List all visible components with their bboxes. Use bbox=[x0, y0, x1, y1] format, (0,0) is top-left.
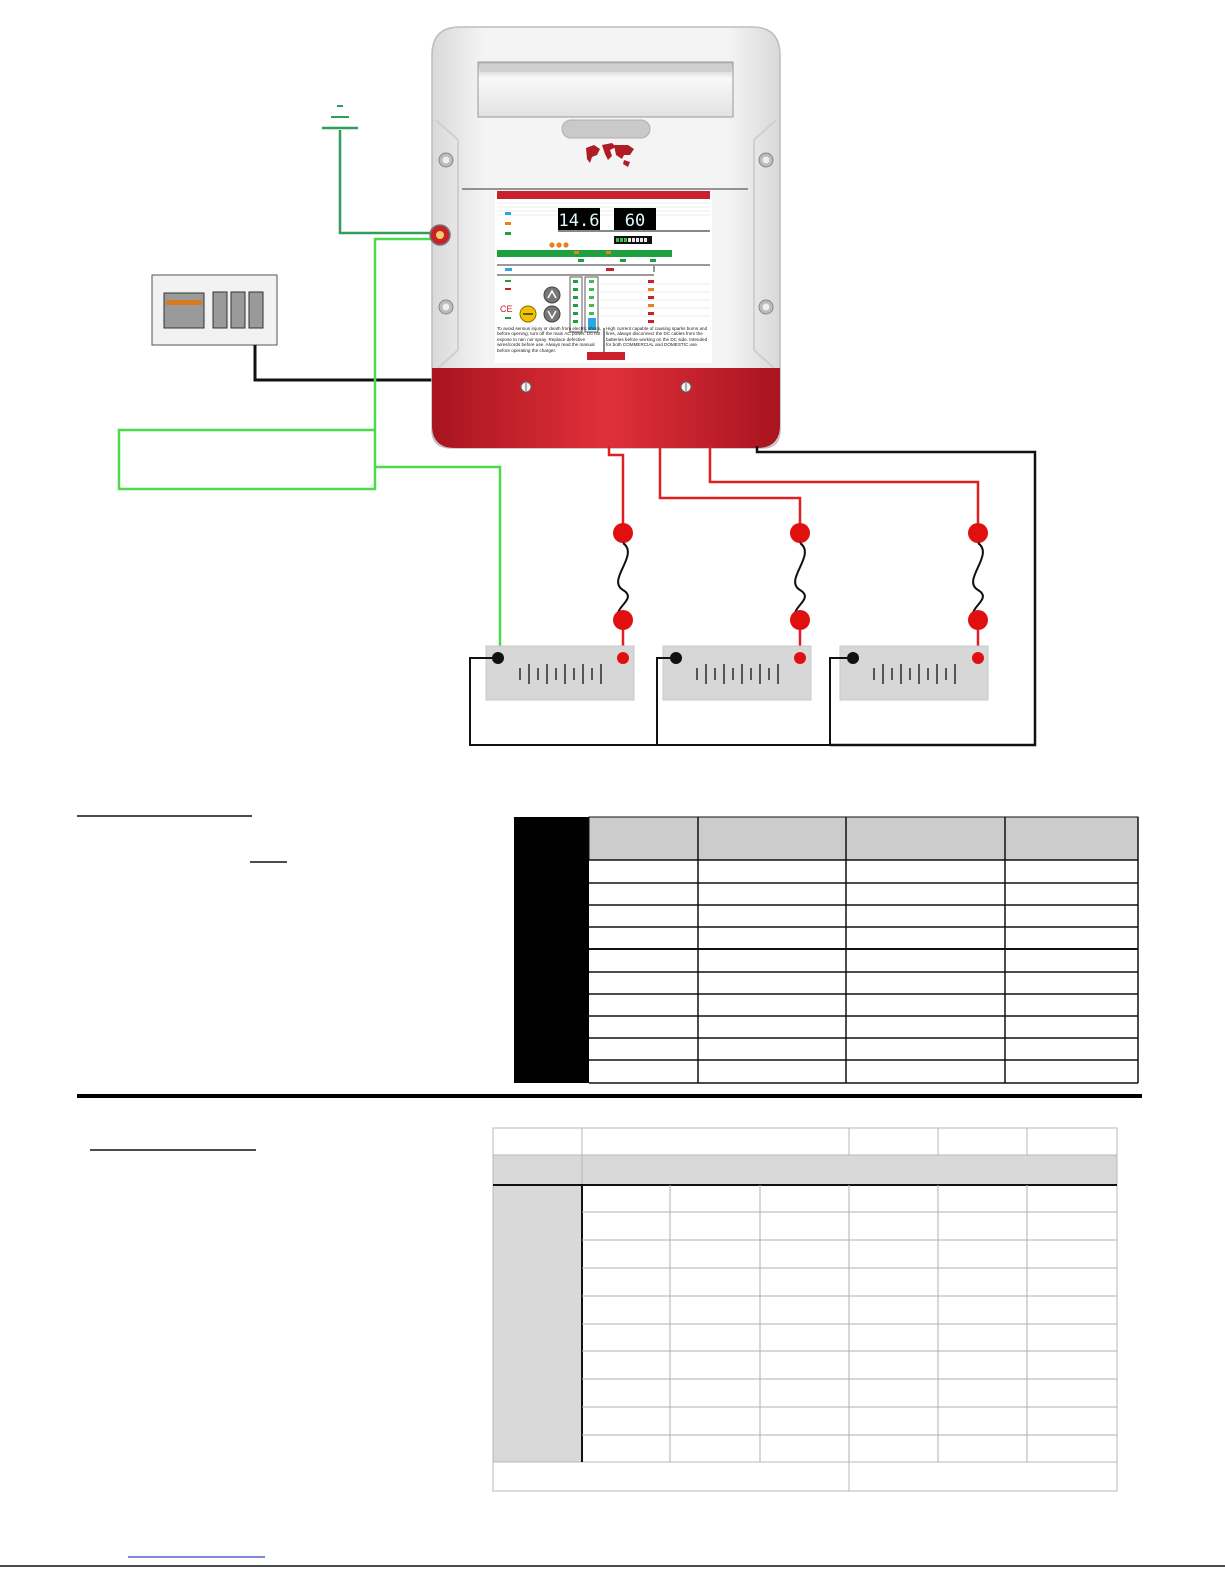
ac-breaker-panel bbox=[151, 274, 278, 346]
fuse-1 bbox=[613, 523, 633, 658]
earth-wires bbox=[117, 237, 502, 655]
ce-mark: CE bbox=[500, 304, 513, 314]
fuse-2 bbox=[790, 523, 810, 658]
ac-power-cable bbox=[253, 345, 434, 382]
ground-wire bbox=[338, 130, 433, 235]
world-map-logo-icon bbox=[586, 143, 634, 167]
bar-meter bbox=[614, 236, 652, 244]
battery-negative-bus bbox=[469, 657, 847, 746]
voltage-display-value: 14.6 bbox=[559, 211, 600, 231]
dc-negative-return bbox=[755, 446, 1037, 747]
fuses bbox=[613, 523, 988, 658]
mounting-screws bbox=[438, 152, 774, 315]
current-display-value: 60 bbox=[625, 211, 645, 231]
table-1 bbox=[514, 816, 1139, 1084]
fuse-3 bbox=[968, 523, 988, 658]
table-2 bbox=[492, 1127, 1118, 1492]
battery-bank bbox=[485, 645, 989, 701]
battery-3 bbox=[839, 645, 989, 701]
current-display bbox=[614, 208, 656, 230]
battery-1 bbox=[485, 645, 635, 701]
battery-2 bbox=[662, 645, 812, 701]
ground-stud bbox=[429, 224, 451, 246]
battery-charger: 14.6 60 C bbox=[429, 26, 781, 449]
arrow-up-icon[interactable] bbox=[543, 286, 561, 304]
warning-text-right: High current capable of causing sparks b… bbox=[606, 326, 708, 348]
table-1-header bbox=[588, 816, 1139, 861]
ground-symbol-icon bbox=[322, 105, 358, 130]
status-led-column bbox=[569, 276, 599, 333]
voltage-display bbox=[558, 208, 600, 230]
charger-red-cover bbox=[432, 368, 780, 448]
arrow-down-icon[interactable] bbox=[543, 305, 561, 323]
warning-text-left: To avoid serious injury or death from el… bbox=[497, 326, 602, 353]
dc-positive-cables bbox=[607, 446, 980, 533]
